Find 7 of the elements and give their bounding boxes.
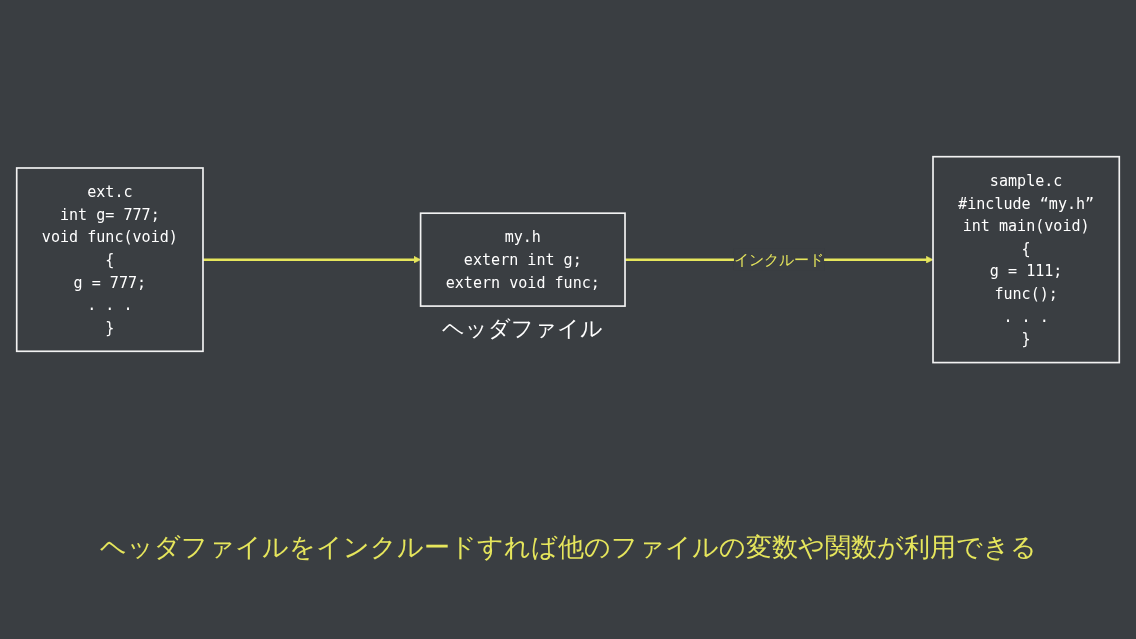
node-box: ext.c int g= 777; void func(void) { g = 777; . . . } [15,167,204,353]
note-text: ヘッダファイルをインクルードすれば他のファイルの変数や関数が利用できる [98,531,1038,564]
edge-label: インクルード [733,251,825,269]
node-box: sample.c #include “my.h” int main(void) { g = 111; func(); . . . } [932,156,1121,364]
arrow [203,256,421,264]
caption-text: ヘッダファイル [441,315,605,344]
node-box: my.h extern int g; extern void func; [419,212,626,308]
